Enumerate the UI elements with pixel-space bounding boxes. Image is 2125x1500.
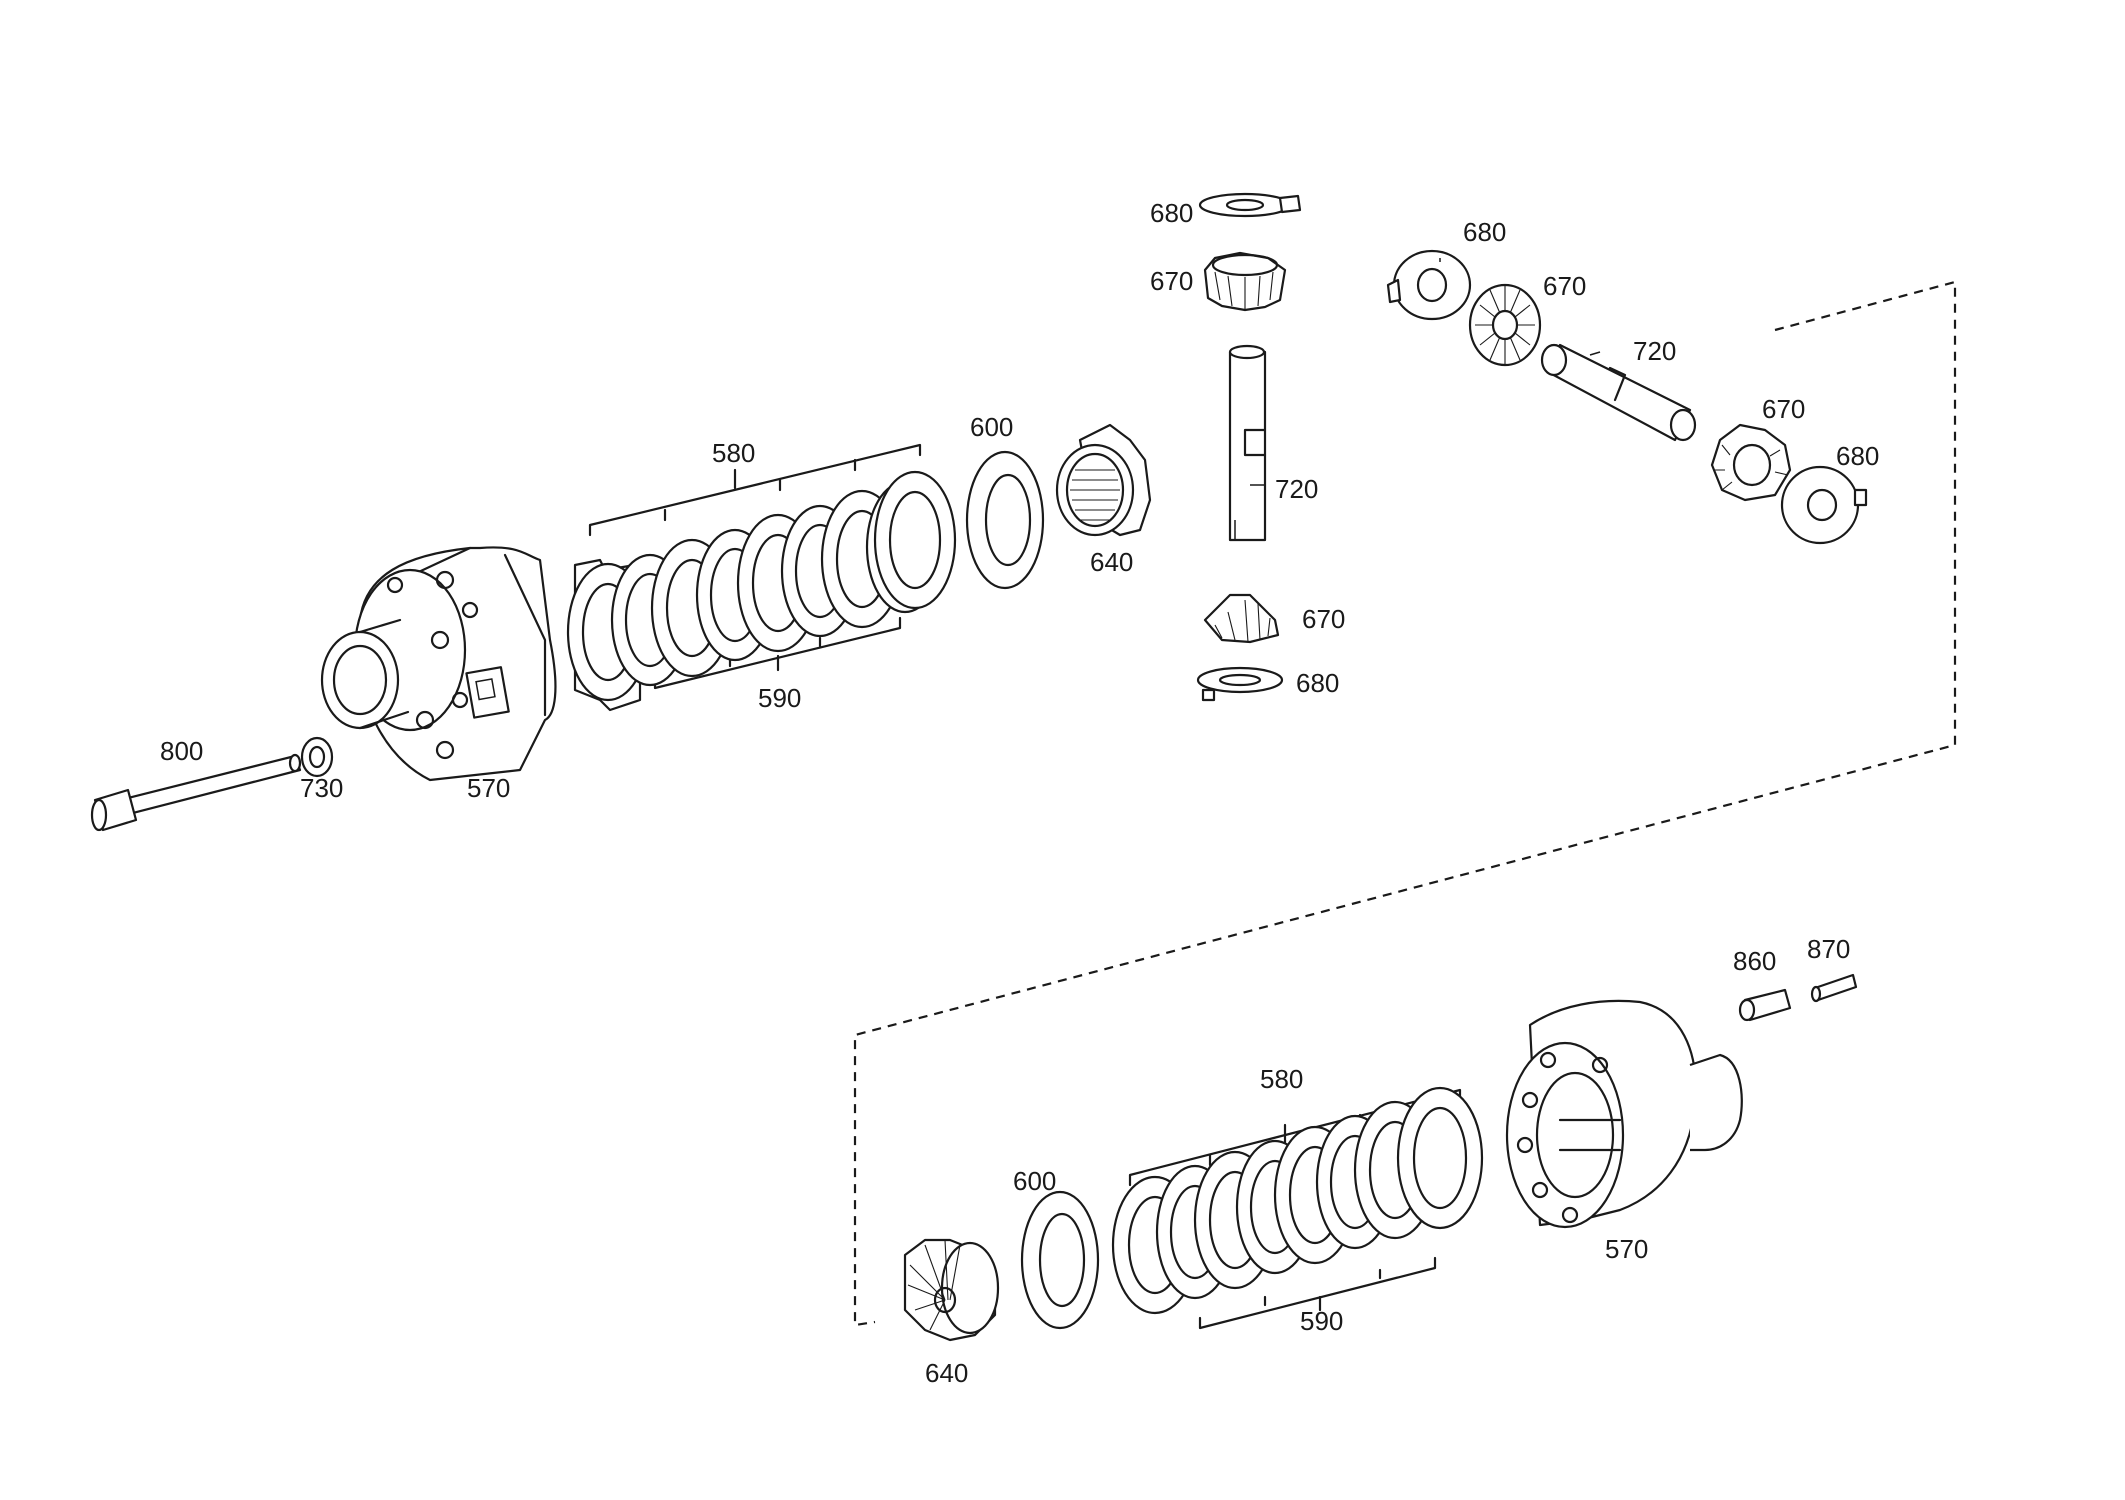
callout-640-top: 640 [1090,547,1133,577]
callout-870: 870 [1807,934,1850,964]
part-580-590-plate-stack-top [566,443,957,712]
part-870-pin [1810,973,1858,1003]
part-670-pinion-gear-b [1203,593,1280,644]
part-860-sleeve [1738,988,1792,1022]
part-670-pinion-gear-d [1710,423,1792,502]
callout-600-top: 600 [970,412,1013,442]
assembly-connector-line [853,280,1957,1327]
part-570-housing-top [320,546,557,782]
callout-570-top: 570 [467,773,510,803]
part-720-pin-vertical [1228,344,1267,542]
callout-600-bottom: 600 [1013,1166,1056,1196]
callout-580-top: 580 [712,438,755,468]
callout-720-vertical: 720 [1275,474,1318,504]
callout-670-a: 670 [1150,266,1193,296]
part-600-disc-bottom [1020,1190,1100,1330]
callout-800: 800 [160,736,203,766]
part-670-pinion-gear-a [1203,251,1287,312]
part-670-pinion-gear-c [1468,283,1542,367]
callout-720-horizontal: 720 [1633,336,1676,366]
leader-lines [1234,258,1601,540]
part-720-pin-horizontal [1540,343,1697,442]
part-730-washer [300,736,334,778]
callout-590-top: 590 [758,683,801,713]
part-680-thrust-washer-a [1198,192,1302,218]
callout-730: 730 [300,773,343,803]
callout-860: 860 [1733,946,1776,976]
callout-640-bottom: 640 [925,1358,968,1388]
part-580-590-plate-stack-bottom [1111,1086,1484,1330]
part-800-bolt [90,753,302,832]
callout-670-d: 670 [1762,394,1805,424]
part-680-thrust-washer-b [1196,666,1284,702]
callout-670-b: 670 [1302,604,1345,634]
callout-570-bottom: 570 [1605,1234,1648,1264]
part-640-side-gear-bottom [903,1238,1000,1342]
part-640-side-gear-top [1055,423,1152,537]
callout-680-b: 680 [1296,668,1339,698]
callout-680-d: 680 [1836,441,1879,471]
callout-680-a: 680 [1150,198,1193,228]
callout-680-c: 680 [1463,217,1506,247]
part-600-disc-top [965,450,1045,590]
callout-580-bottom: 580 [1260,1064,1303,1094]
callout-590-bottom: 590 [1300,1306,1343,1336]
callout-670-c: 670 [1543,271,1586,301]
part-680-thrust-washer-c [1386,249,1472,321]
part-680-thrust-washer-d [1780,465,1868,545]
part-570-housing-bottom [1505,999,1743,1229]
